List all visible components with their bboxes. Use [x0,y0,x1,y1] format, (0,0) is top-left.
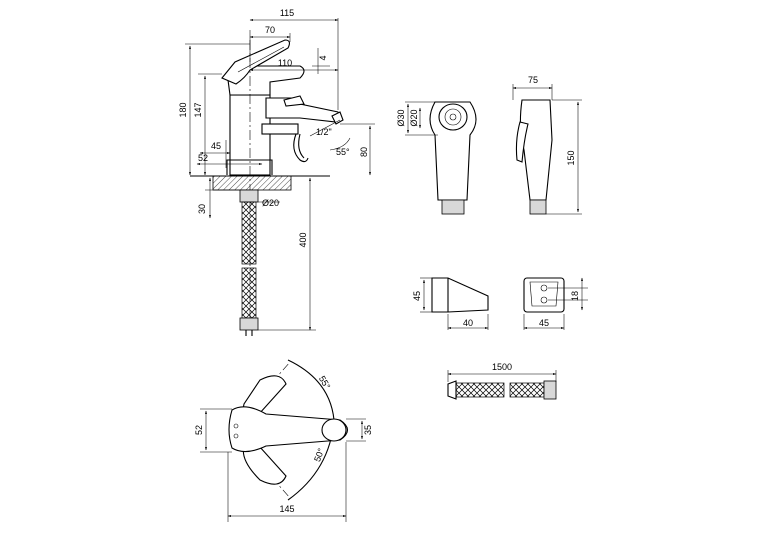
dim-top-width: 52 [194,425,204,435]
dim-holder-hole-spacing: 18 [570,291,580,301]
dim-top-angle-2: 50° [312,446,326,463]
dim-top-angle-1: 55° [317,374,333,391]
dim-body-height: 147 [193,102,203,117]
dim-head-diameter-outer: Ø30 [396,109,406,126]
dim-base-diameter: 52 [198,153,208,163]
dim-handle-offset: 70 [265,25,275,35]
dim-head-diameter-inner: Ø20 [409,109,419,126]
lever-handle [221,39,291,85]
dim-faucet-width: 115 [280,8,294,18]
dim-holder-height: 45 [412,291,422,301]
dim-top-gap: 4 [318,55,328,60]
shower-hose: 1500 [447,362,557,400]
nipple [239,189,259,203]
hand-shower-front: Ø30 Ø20 [396,101,477,215]
dim-holder-depth: 40 [463,318,473,328]
faucet-side-view: 115 70 110 4 180 147 45 52 1/2" 55° 80 3… [178,8,375,336]
dim-hose-length: 400 [298,232,308,247]
dim-spout-length: 110 [278,58,292,68]
dim-total-height: 180 [178,102,188,117]
wall-holder-side: 45 40 [412,277,489,330]
dim-head-width: 75 [528,75,538,85]
diverter [261,123,299,135]
faucet-top-view: 52 145 55° 50° 35 [194,359,373,522]
dim-nipple: Ø20 [262,198,279,208]
dim-head-height: 150 [566,150,576,165]
hand-shower-side: 75 150 [512,75,582,215]
dim-hose2-length: 1500 [492,362,512,372]
dim-top-nose: 35 [363,425,373,435]
dim-spout-height: 80 [359,147,369,157]
dim-plate: 30 [197,204,207,214]
supply-hose [241,201,257,265]
dim-spout-angle: 55° [336,147,350,157]
dim-spout-reach: 45 [211,141,221,151]
dim-thread: 1/2" [316,127,332,137]
dim-holder-width: 45 [539,318,549,328]
dim-top-depth: 145 [279,504,294,514]
mounting-plate [212,175,292,191]
wall-holder-front: 18 45 [523,277,588,330]
